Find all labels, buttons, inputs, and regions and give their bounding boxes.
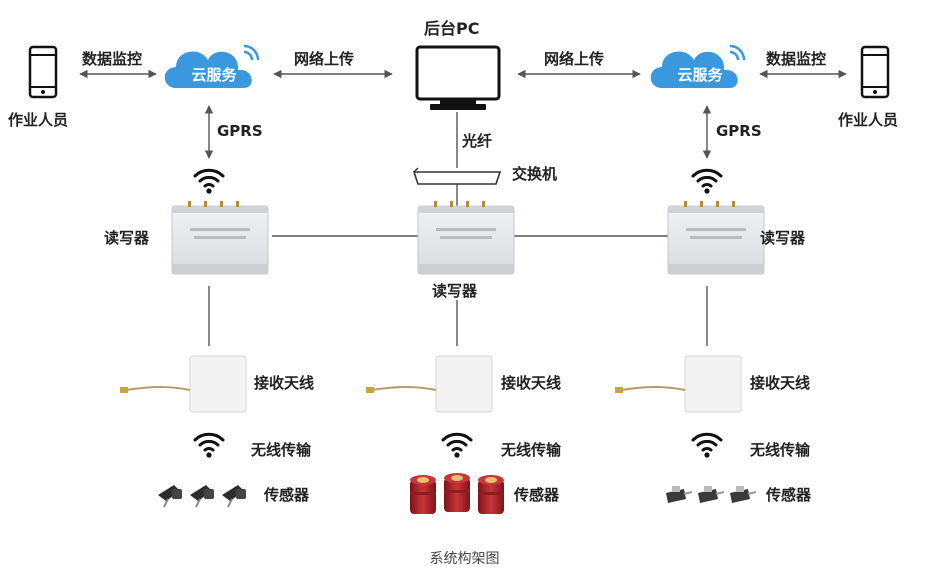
wifi-icon-sensor-mid — [441, 432, 473, 460]
monitor-icon — [415, 45, 501, 110]
gprs-label-right: GPRS — [716, 122, 762, 140]
sensor-label-left: 传感器 — [264, 486, 310, 504]
antenna-label-right: 接收天线 — [750, 374, 811, 392]
wireless-label-left: 无线传输 — [251, 441, 312, 459]
reader-label-mid: 读写器 — [432, 282, 478, 300]
reader-device-right — [667, 200, 765, 275]
switch-icon — [412, 167, 502, 185]
cloud-label-right: 云服务 — [677, 66, 723, 84]
small-sensor-icon — [697, 485, 725, 504]
clamp-sensor-icon — [189, 484, 215, 508]
small-sensor-icon — [665, 485, 693, 504]
reader-device-left — [171, 200, 269, 275]
sensor-group-mid — [410, 473, 504, 514]
clamp-sensor-icon — [221, 484, 247, 508]
data-monitor-label-left: 数据监控 — [82, 50, 143, 68]
operator-label-left: 作业人员 — [8, 111, 69, 129]
red-sensor-icon — [478, 475, 504, 514]
sensor-group-left — [157, 484, 247, 508]
data-monitor-label-right: 数据监控 — [766, 50, 827, 68]
network-upload-label-right: 网络上传 — [544, 50, 605, 68]
red-sensor-icon — [410, 475, 436, 514]
antenna-device-mid — [365, 355, 493, 413]
antenna-label-left: 接收天线 — [254, 374, 315, 392]
wifi-icon-sensor-left — [193, 432, 225, 460]
reader-label-right: 读写器 — [760, 229, 806, 247]
wifi-icon-sensor-right — [691, 432, 723, 460]
switch-label: 交换机 — [512, 165, 558, 183]
wireless-label-mid: 无线传输 — [501, 441, 562, 459]
cloud-label-left: 云服务 — [191, 66, 237, 84]
wifi-icon-reader-left — [193, 168, 225, 196]
clamp-sensor-icon — [157, 484, 183, 508]
pc-label: 后台PC — [424, 19, 480, 38]
phone-icon-right — [860, 45, 890, 99]
wifi-icon-reader-right — [691, 168, 723, 196]
reader-device-mid — [417, 200, 515, 275]
antenna-label-mid: 接收天线 — [501, 374, 562, 392]
red-sensor-icon — [444, 473, 470, 512]
antenna-device-right — [614, 355, 742, 413]
sensor-label-mid: 传感器 — [514, 486, 560, 504]
sensor-group-right — [665, 485, 757, 504]
wireless-label-right: 无线传输 — [750, 441, 811, 459]
sensor-label-right: 传感器 — [766, 486, 812, 504]
phone-icon-left — [28, 45, 58, 99]
reader-label-left: 读写器 — [104, 229, 150, 247]
operator-label-right: 作业人员 — [838, 111, 899, 129]
network-upload-label-left: 网络上传 — [294, 50, 355, 68]
small-sensor-icon — [729, 485, 757, 504]
antenna-device-left — [119, 355, 247, 413]
gprs-label-left: GPRS — [217, 122, 263, 140]
diagram-caption: 系统构架图 — [429, 551, 500, 567]
fiber-label: 光纤 — [462, 132, 493, 150]
